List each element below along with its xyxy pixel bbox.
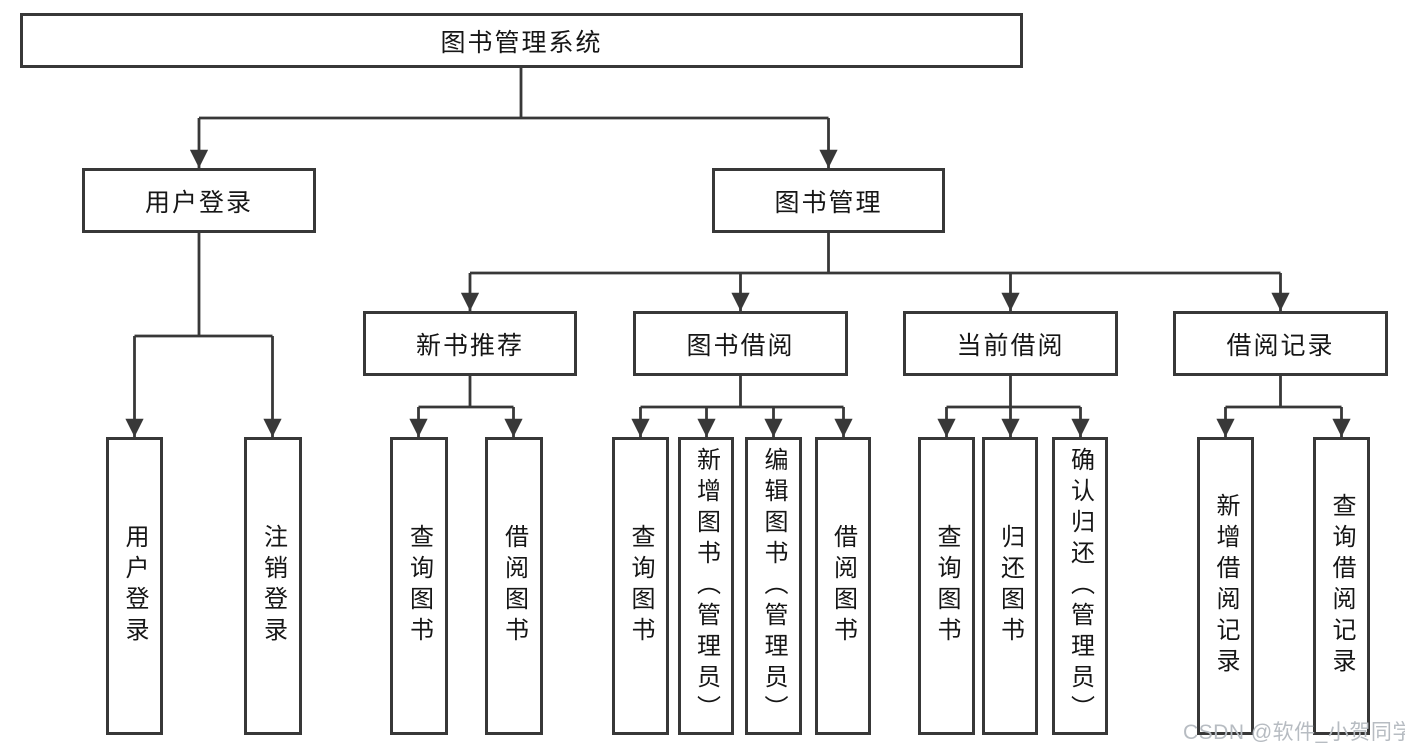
leaf-query-books-borrowing-label: 查询图书: [627, 524, 654, 648]
leaf-confirm-return-admin: 确认归还（管理员）: [1052, 437, 1108, 735]
node-new-book-recommend-label: 新书推荐: [415, 331, 524, 360]
leaf-return-books: 归还图书: [982, 437, 1038, 735]
leaf-logout: 注销登录: [244, 437, 302, 735]
leaf-query-books-borrowing: 查询图书: [612, 437, 669, 735]
leaf-query-books-recommend: 查询图书: [390, 437, 448, 735]
leaf-query-books-recommend-label: 查询图书: [405, 524, 433, 648]
leaf-query-books-current: 查询图书: [918, 437, 975, 735]
node-current-borrowing-label: 当前借阅: [956, 331, 1065, 360]
leaf-add-borrow-record-label: 新增借阅记录: [1212, 493, 1239, 679]
leaf-add-borrow-record: 新增借阅记录: [1197, 437, 1254, 735]
leaf-query-borrow-record: 查询借阅记录: [1313, 437, 1370, 735]
leaf-logout-label: 注销登录: [259, 524, 287, 648]
leaf-borrow-books-borrowing-label: 借阅图书: [829, 524, 857, 648]
leaf-user-login-label: 用户登录: [121, 524, 148, 648]
leaf-add-books-admin: 新增图书（管理员）: [678, 437, 734, 735]
node-root: 图书管理系统: [20, 13, 1023, 68]
node-book-management: 图书管理: [712, 168, 945, 233]
leaf-add-books-admin-label: 新增图书（管理员）: [692, 446, 720, 726]
leaf-query-books-current-label: 查询图书: [933, 524, 960, 648]
leaf-borrow-books-borrowing: 借阅图书: [815, 437, 871, 735]
node-book-borrowing: 图书借阅: [633, 311, 848, 376]
node-new-book-recommend: 新书推荐: [363, 311, 577, 376]
node-root-label: 图书管理系统: [440, 28, 603, 57]
node-borrowing-records-label: 借阅记录: [1226, 331, 1335, 360]
node-book-management-label: 图书管理: [774, 188, 883, 217]
leaf-confirm-return-admin-label: 确认归还（管理员）: [1066, 446, 1094, 726]
csdn-watermark: CSDN @软件_小贺同学: [1183, 721, 1405, 744]
leaf-user-login: 用户登录: [106, 437, 163, 735]
node-book-borrowing-label: 图书借阅: [686, 331, 795, 360]
leaf-query-borrow-record-label: 查询借阅记录: [1328, 493, 1355, 679]
leaf-borrow-books-recommend-label: 借阅图书: [500, 524, 528, 648]
leaf-return-books-label: 归还图书: [996, 524, 1024, 648]
node-current-borrowing: 当前借阅: [903, 311, 1118, 376]
node-user-login-label: 用户登录: [144, 188, 253, 217]
leaf-edit-books-admin: 编辑图书（管理员）: [745, 437, 802, 735]
node-user-login: 用户登录: [82, 168, 316, 233]
leaf-edit-books-admin-label: 编辑图书（管理员）: [760, 446, 787, 726]
leaf-borrow-books-recommend: 借阅图书: [485, 437, 543, 735]
node-borrowing-records: 借阅记录: [1173, 311, 1388, 376]
